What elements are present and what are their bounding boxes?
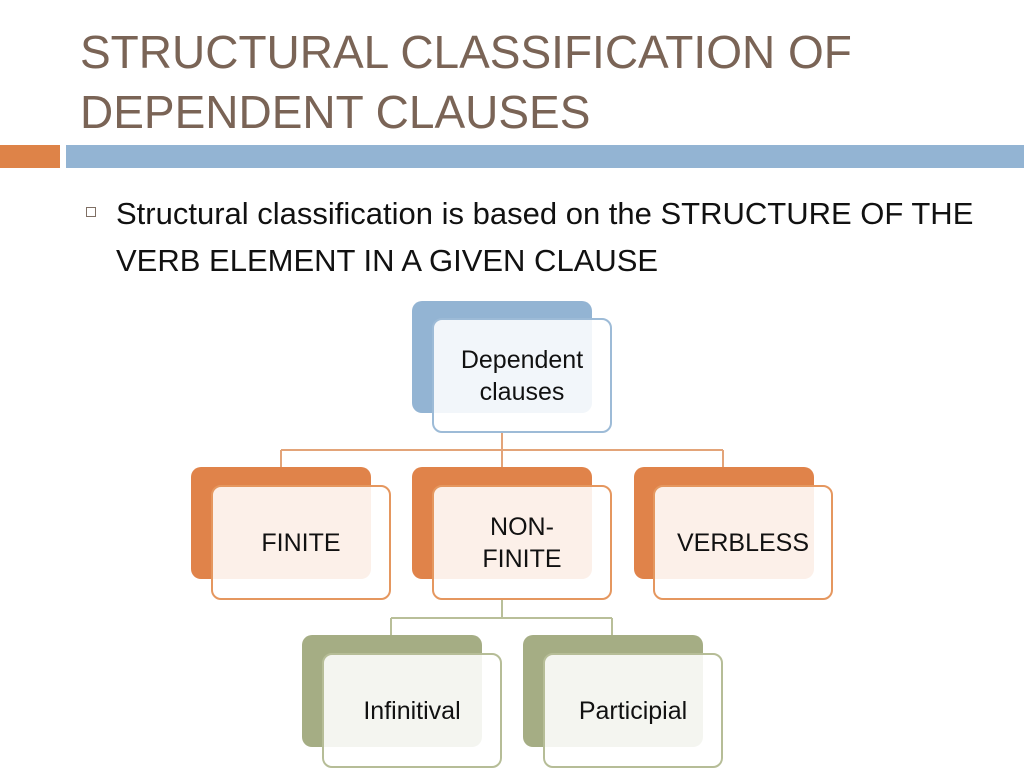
verbless-node-label: VERBLESS	[676, 528, 809, 557]
verbless-node: VERBLESS	[653, 485, 833, 600]
finite-node-label: FINITE	[261, 528, 341, 557]
nonfinite-node-label: NON-FINITE	[482, 512, 562, 573]
infinitival-node-label: Infinitival	[363, 696, 461, 725]
participial-node-label: Participial	[578, 696, 688, 725]
finite-node: FINITE	[211, 485, 391, 600]
root-node: Dependent clauses	[432, 318, 612, 433]
header-band-accent	[0, 145, 60, 168]
square-bullet-icon	[86, 207, 96, 217]
nonfinite-node: NON-FINITE	[432, 485, 612, 600]
root-node-label: Dependent clauses	[460, 345, 584, 406]
connector-nonfinite-to-level2	[390, 600, 613, 635]
bullet-text: Structural classification is based on th…	[116, 196, 974, 278]
connector-root-to-level1	[280, 433, 724, 467]
participial-node: Participial	[543, 653, 723, 768]
header-band	[66, 145, 1024, 168]
infinitival-node: Infinitival	[322, 653, 502, 768]
slide-title: STRUCTURAL CLASSIFICATION OF DEPENDENT C…	[80, 26, 852, 138]
